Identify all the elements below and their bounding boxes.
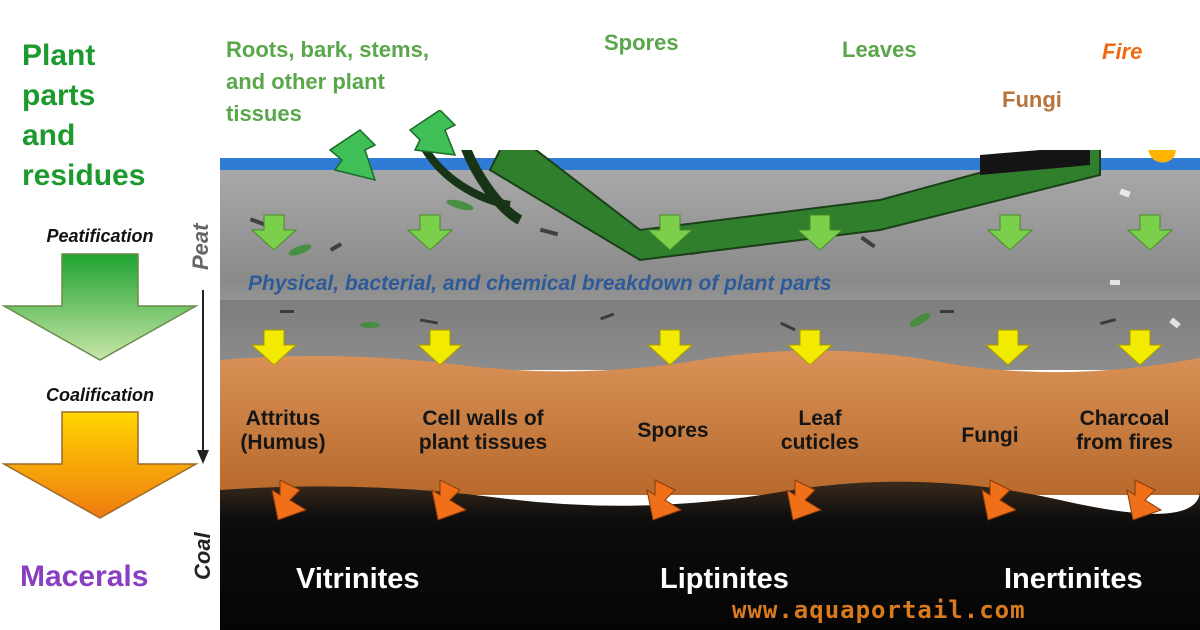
coal-layer bbox=[220, 481, 1200, 630]
material-cell-walls: Cell walls of plant tissues bbox=[418, 407, 548, 454]
material-fungi: Fungi bbox=[961, 424, 1019, 447]
group-inertinites: Inertinites bbox=[1004, 563, 1143, 595]
group-vitrinites: Vitrinites bbox=[296, 563, 420, 595]
peatification-label: Peatification bbox=[46, 226, 154, 246]
material-attritus: Attritus (Humus) bbox=[240, 407, 326, 454]
material-spores: Spores bbox=[637, 419, 709, 442]
plant-parts-title: Plant parts and residues bbox=[22, 39, 146, 192]
material-leaf-cuticles: Leaf cuticles bbox=[780, 407, 860, 454]
breakdown-caption: Physical, bacterial, and chemical breakd… bbox=[248, 272, 832, 295]
fire-label: Fire bbox=[1102, 39, 1143, 64]
group-liptinites: Liptinites bbox=[660, 563, 789, 595]
coalification-arrow bbox=[1, 411, 199, 519]
orange-layer bbox=[220, 350, 1200, 495]
fallen-log bbox=[488, 150, 1101, 262]
leaves-label: Leaves bbox=[842, 37, 917, 62]
fungi-label: Fungi bbox=[1002, 87, 1062, 112]
spores-label: Spores bbox=[604, 30, 679, 55]
roots-label: Roots, bark, stems, and other plant tiss… bbox=[226, 37, 429, 126]
material-charcoal: Charcoal from fires bbox=[1076, 407, 1173, 454]
depth-arrow bbox=[197, 290, 209, 464]
water-surface bbox=[220, 158, 1200, 172]
coal-label: Coal bbox=[190, 532, 215, 580]
roots-arrows bbox=[328, 110, 457, 182]
cross-section-diagram bbox=[220, 150, 1200, 630]
coalification-label: Coalification bbox=[45, 385, 154, 405]
watermark: www.aquaportail.com bbox=[732, 596, 1026, 624]
peatification-arrow bbox=[1, 253, 199, 361]
fire-flame bbox=[1148, 150, 1176, 163]
peat-label: Peat bbox=[188, 223, 213, 270]
macerals-label: Macerals bbox=[20, 560, 149, 593]
